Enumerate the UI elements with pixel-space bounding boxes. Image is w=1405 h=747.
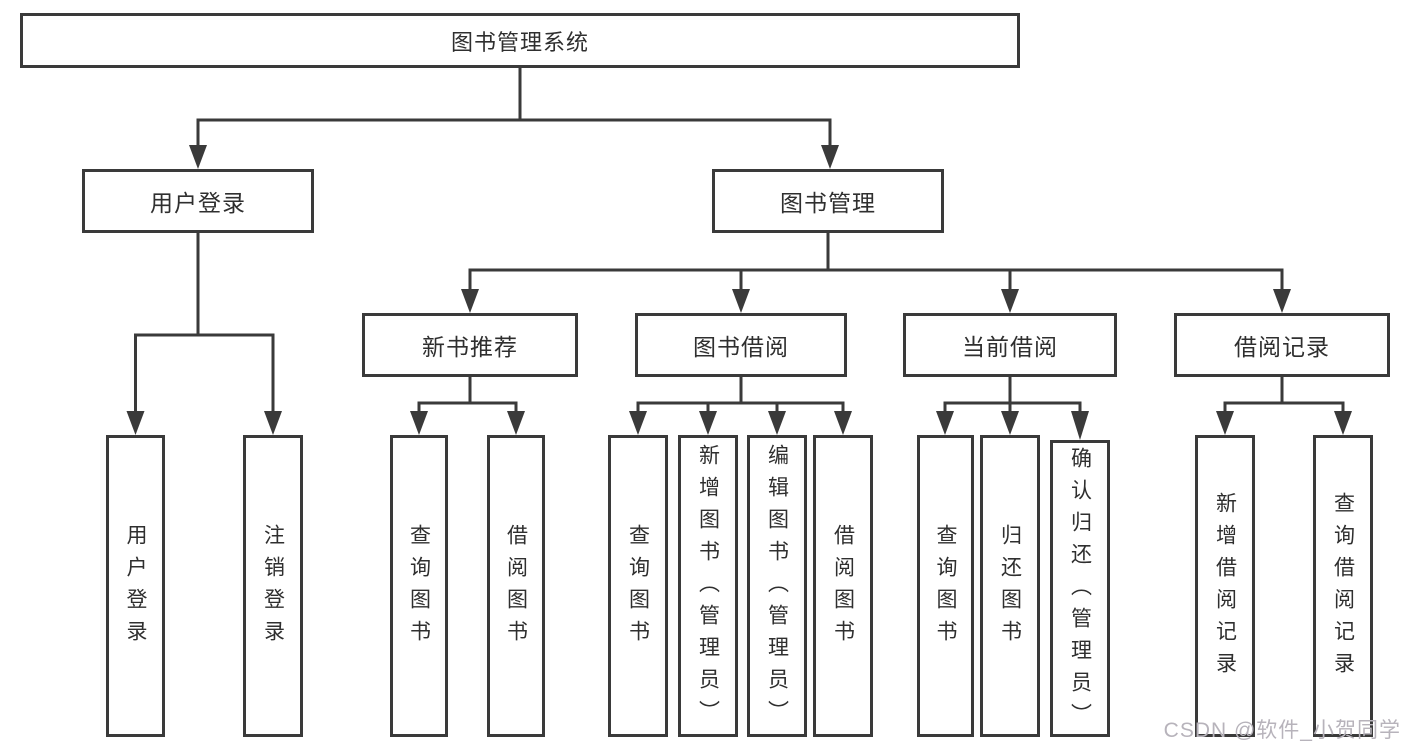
node-book-borrowing: 图书借阅 [635,313,847,377]
leaf-query-books-borrowing: 查询图书 [608,435,668,737]
leaf-add-books-admin: 新增图书（管理员） [678,435,738,737]
leaf-query-borrow-record: 查询借阅记录 [1313,435,1373,737]
csdn-watermark: CSDN @软件_小贺同学 [1163,719,1401,742]
leaf-confirm-return-admin: 确认归还（管理员） [1050,440,1110,737]
leaf-borrow-books: 借阅图书 [813,435,873,737]
node-current-borrowing: 当前借阅 [903,313,1117,377]
node-borrowing-records: 借阅记录 [1174,313,1390,377]
node-new-book-recommend: 新书推荐 [362,313,578,377]
leaf-user-login: 用户登录 [106,435,165,737]
leaf-edit-books-admin: 编辑图书（管理员） [747,435,807,737]
node-book-management: 图书管理 [712,169,944,233]
leaf-add-borrow-record: 新增借阅记录 [1195,435,1255,737]
leaf-return-books: 归还图书 [980,435,1040,737]
leaf-borrow-books-recommend: 借阅图书 [487,435,545,737]
leaf-query-books-recommend: 查询图书 [390,435,448,737]
leaf-query-books-current: 查询图书 [917,435,974,737]
leaf-logout: 注销登录 [243,435,303,737]
node-library-system: 图书管理系统 [20,13,1020,68]
node-user-login: 用户登录 [82,169,314,233]
